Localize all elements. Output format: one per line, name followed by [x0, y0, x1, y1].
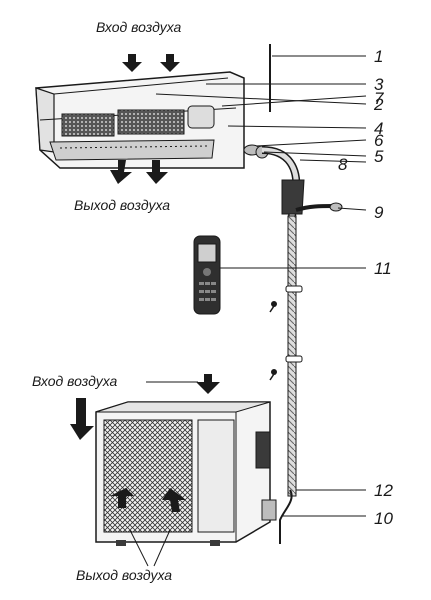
callout-5: 5 [374, 147, 384, 166]
remote-control [193, 235, 221, 315]
airflow-arrow-icon [122, 54, 142, 72]
callout-6: 6 [374, 131, 384, 150]
hose-clamps [285, 285, 303, 363]
callout-4: 4 [374, 119, 383, 138]
outdoor-outlet-arrows [110, 488, 186, 512]
outdoor-air-outlet-caption: Выход воздуха [76, 567, 172, 583]
callout-11: 11 [374, 259, 392, 278]
callout-9: 9 [374, 203, 384, 222]
indoor-air-inlet-caption: Вход воздуха [96, 19, 182, 35]
indoor-unit [35, 71, 245, 169]
airflow-arrow-icon [162, 488, 186, 512]
airflow-arrow-icon [110, 488, 134, 508]
callout-1: 1 [374, 47, 383, 66]
airflow-arrow-icon [196, 374, 220, 394]
airflow-arrow-icon [70, 398, 94, 440]
indoor-inlet-arrows [122, 54, 180, 72]
screw-icon [269, 369, 277, 381]
callout-3: 3 [374, 75, 384, 94]
outdoor-air-inlet-caption: Вход воздуха [32, 373, 118, 389]
screw-icon [269, 301, 277, 313]
outlet-caption-leaders [129, 529, 171, 567]
indoor-outlet-arrows [110, 160, 168, 184]
callout-leaders [155, 55, 367, 517]
airflow-arrow-icon [146, 160, 168, 184]
callout-7: 7 [374, 89, 384, 108]
outdoor-unit [95, 401, 277, 546]
callout-2: 2 [373, 95, 384, 114]
drain-tube [279, 489, 293, 544]
outdoor-inlet-arrows [70, 374, 220, 440]
indoor-air-outlet-caption: Выход воздуха [74, 197, 170, 213]
callout-12: 12 [374, 481, 393, 500]
airflow-arrow-icon [160, 54, 180, 72]
callout-8: 8 [338, 155, 348, 174]
callout-10: 10 [374, 509, 393, 528]
airflow-arrow-icon [110, 160, 132, 184]
